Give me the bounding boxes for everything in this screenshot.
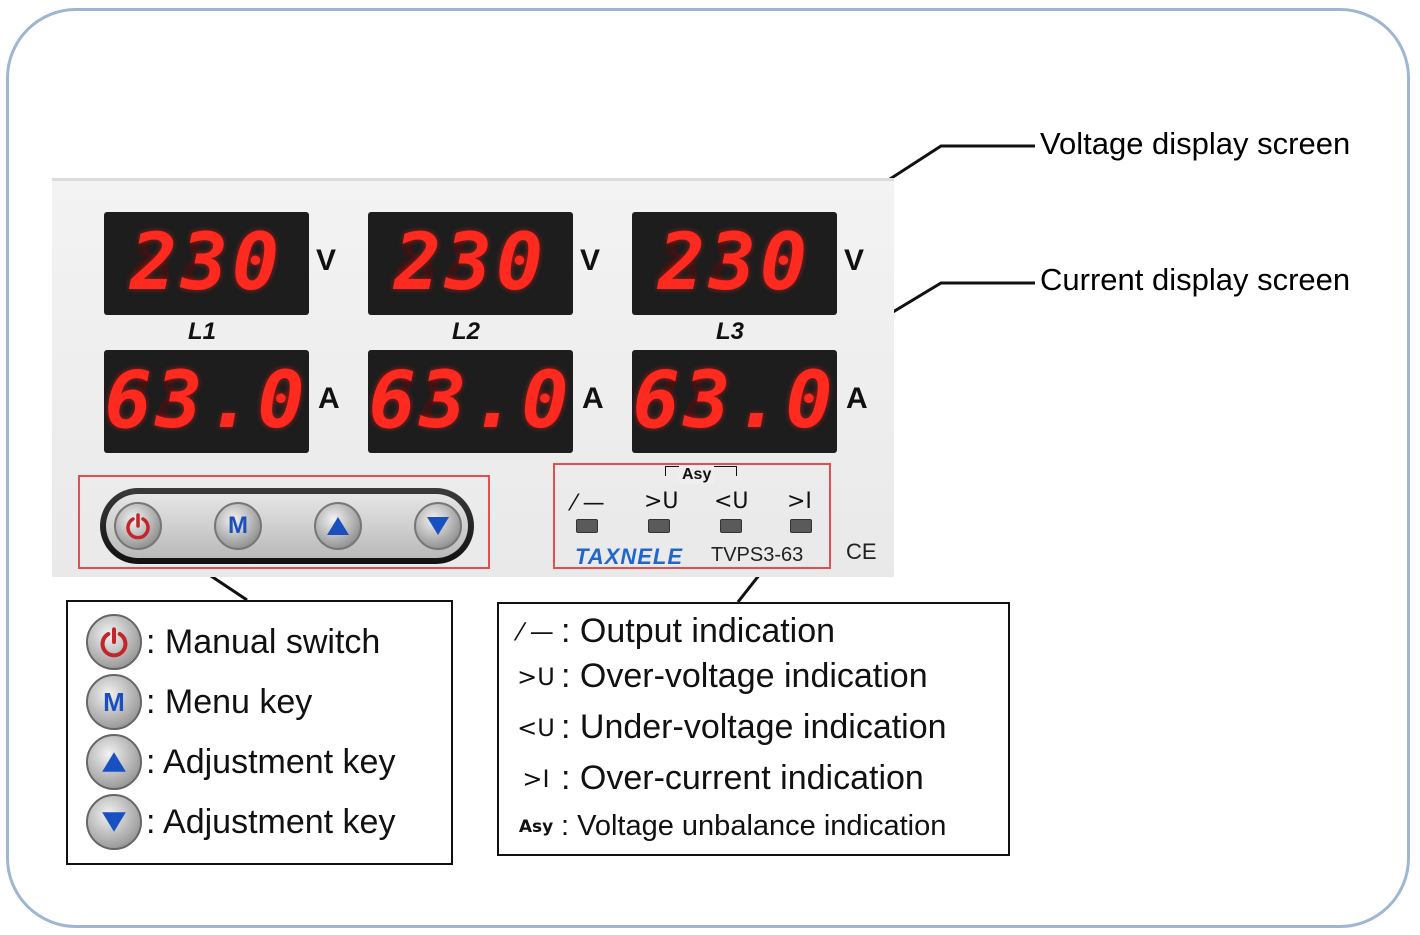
current-unit: A <box>318 382 340 415</box>
legend-text: : Over-current indication <box>561 759 924 797</box>
down-button[interactable] <box>414 502 462 550</box>
legend-item-output: ⁄ — : Output indication <box>511 612 835 651</box>
over-current-led <box>790 519 812 533</box>
current-value: 63.0 <box>632 356 837 446</box>
over-voltage-symbol: >U <box>644 489 679 514</box>
output-symbol: ⁄ — <box>572 491 605 516</box>
legend-text: : Manual switch <box>146 622 381 661</box>
voltage-value: 230 <box>130 218 283 308</box>
voltage-value: 230 <box>658 218 811 308</box>
model-number: TVPS3-63 <box>711 544 804 566</box>
power-icon <box>100 627 128 658</box>
current-unit: A <box>582 382 604 415</box>
power-icon <box>126 513 150 540</box>
brand-logo: TAXNELE <box>575 544 684 569</box>
voltage-unit: V <box>580 244 601 277</box>
under-voltage-symbol: <U <box>714 489 749 514</box>
legend-item-adjust-up: : Adjustment key <box>86 734 395 790</box>
legend-item-over-voltage: >U : Over-voltage indication <box>511 657 928 696</box>
indicators-legend: ⁄ — : Output indication >U : Over-voltag… <box>497 602 1010 856</box>
over-current-symbol: >I <box>522 764 550 793</box>
voltage-display-l3: 888 230 <box>632 212 837 315</box>
keys-highlight-box <box>78 475 490 569</box>
current-screen-callout: Current display screen <box>1040 262 1351 297</box>
legend-item-under-voltage: <U : Under-voltage indication <box>511 708 947 747</box>
voltage-unit: V <box>844 244 865 277</box>
keys-legend: : Manual switch M : Menu key : Adjustmen… <box>66 600 453 865</box>
legend-text: : Adjustment key <box>146 742 396 781</box>
legend-text: : Voltage unbalance indication <box>561 810 947 842</box>
voltage-value: 230 <box>394 218 547 308</box>
legend-text: : Adjustment key <box>146 802 396 841</box>
legend-item-menu-key: M : Menu key <box>86 674 312 730</box>
indicators-highlight-box <box>553 463 831 569</box>
current-display-l1: 88.8 63.0 <box>104 350 309 453</box>
up-arrow-icon <box>102 752 126 772</box>
ce-mark: CE <box>846 539 877 564</box>
legend-text: : Output indication <box>561 612 836 650</box>
legend-text: : Under-voltage indication <box>561 708 947 746</box>
voltage-screen-callout: Voltage display screen <box>1040 126 1351 161</box>
phase-label-l2: L2 <box>452 318 481 345</box>
phase-label-l1: L1 <box>188 318 217 345</box>
under-voltage-symbol: <U <box>517 713 555 742</box>
legend-item-asy: Asy : Voltage unbalance indication <box>511 810 947 843</box>
legend-text: : Over-voltage indication <box>561 657 928 695</box>
down-arrow-icon <box>102 812 126 832</box>
legend-item-adjust-down: : Adjustment key <box>86 794 395 850</box>
over-current-symbol: >I <box>787 489 812 514</box>
legend-item-over-current: >I : Over-current indication <box>511 759 924 798</box>
current-value: 63.0 <box>368 356 573 446</box>
asy-symbol: Asy <box>518 816 554 837</box>
current-display-l3: 88.8 63.0 <box>632 350 837 453</box>
voltage-display-l1: 888 230 <box>104 212 309 315</box>
voltage-leader-line <box>872 144 1035 192</box>
over-voltage-symbol: >U <box>517 662 555 691</box>
menu-icon: M <box>103 686 125 717</box>
down-arrow-icon <box>427 517 449 535</box>
current-unit: A <box>846 382 868 415</box>
keypad <box>100 488 474 564</box>
asy-label: Asy <box>679 466 715 484</box>
phase-label-l3: L3 <box>716 318 745 345</box>
over-voltage-led <box>648 519 670 533</box>
up-button[interactable] <box>314 502 362 550</box>
current-value: 63.0 <box>104 356 309 446</box>
legend-text: : Menu key <box>146 682 313 721</box>
menu-button[interactable]: M <box>214 502 262 550</box>
current-display-l2: 88.8 63.0 <box>368 350 573 453</box>
legend-item-manual-switch: : Manual switch <box>86 614 380 670</box>
voltage-unit: V <box>316 244 337 277</box>
menu-icon: M <box>228 512 248 539</box>
voltage-display-l2: 888 230 <box>368 212 573 315</box>
power-button[interactable] <box>114 502 162 550</box>
up-arrow-icon <box>327 517 349 535</box>
output-led <box>576 519 598 533</box>
under-voltage-led <box>720 519 742 533</box>
output-symbol: ⁄ — <box>518 617 554 646</box>
current-leader-line <box>872 281 1035 326</box>
